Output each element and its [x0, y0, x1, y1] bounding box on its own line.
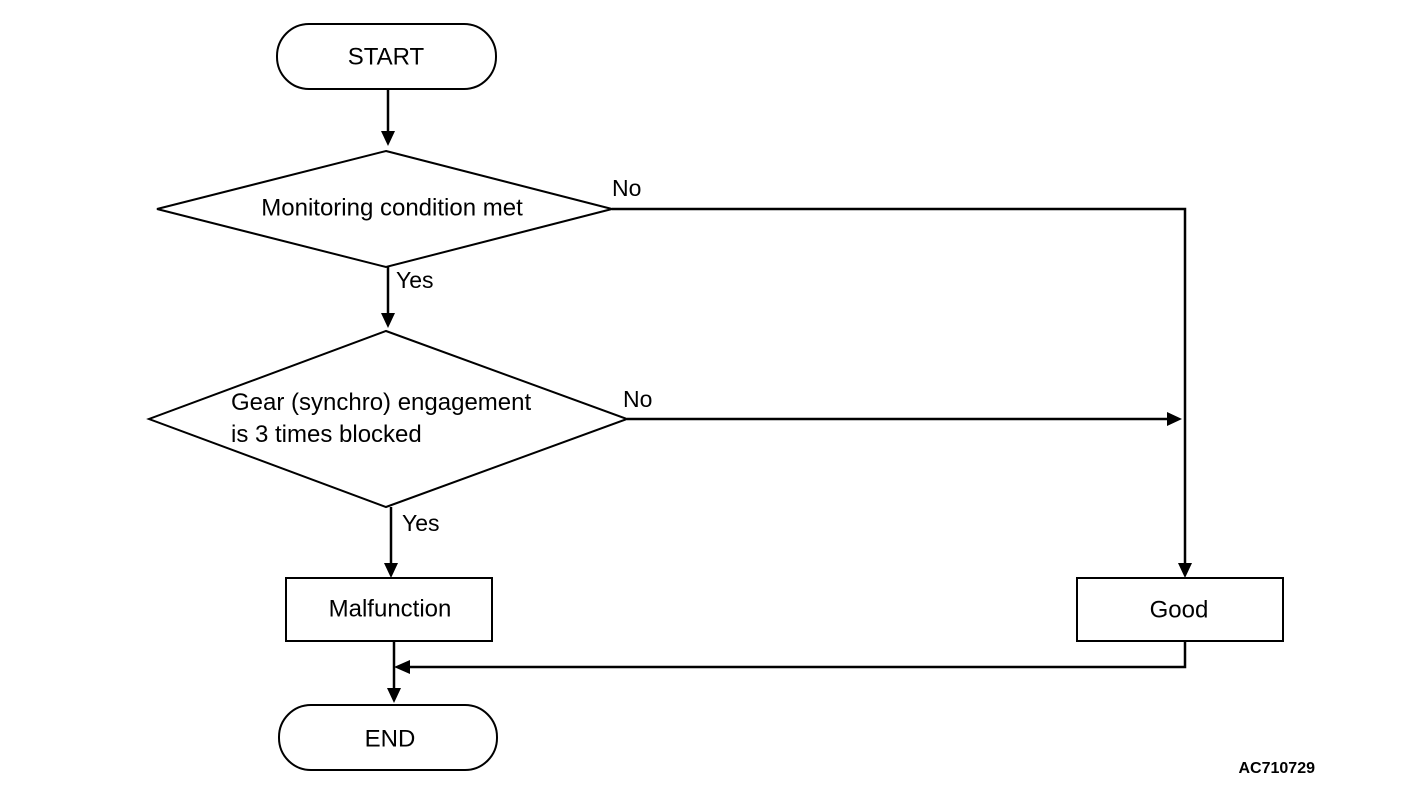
good-node: Good — [1076, 577, 1284, 642]
end-label: END — [365, 725, 416, 752]
malfunction-node: Malfunction — [285, 577, 493, 642]
end-terminal-shape — [278, 704, 498, 771]
good-label: Good — [1150, 596, 1209, 623]
decision-1-no-label: No — [612, 175, 641, 201]
decision-2-label-line-2: is 3 times blocked — [231, 421, 422, 448]
decision-1-yes-label: Yes — [396, 267, 434, 293]
malfunction-box — [285, 577, 493, 642]
decision-gear-engagement-blocked: Gear (synchro) engagement is 3 times blo… — [146, 329, 630, 509]
decision-2-diamond — [146, 329, 630, 509]
arrowhead-decision-2-no — [1167, 412, 1182, 426]
arrowhead-malfunction-to-end — [387, 688, 401, 703]
connector-good-to-end — [410, 641, 1187, 669]
decision-2-no-label: No — [623, 386, 652, 412]
decision-1-diamond — [156, 149, 613, 269]
malfunction-label: Malfunction — [329, 595, 452, 622]
end-node: END — [278, 704, 498, 771]
arrowhead-decision-2-yes-to-malfunction — [384, 563, 398, 578]
decision-1-label: Monitoring condition met — [261, 194, 523, 221]
good-box — [1076, 577, 1284, 642]
arrowhead-start-to-decision-1 — [381, 131, 395, 146]
arrowhead-decision-1-yes-to-decision-2 — [381, 313, 395, 328]
decision-2-label-line-1: Gear (synchro) engagement — [231, 389, 531, 416]
start-node: START — [276, 23, 497, 90]
arrowhead-good-to-end — [394, 660, 410, 674]
arrowhead-decision-1-no-to-good — [1178, 563, 1192, 578]
decision-monitoring-condition: Monitoring condition met — [156, 149, 613, 269]
decision-2-yes-label: Yes — [402, 510, 440, 536]
reference-code: AC710729 — [1239, 760, 1316, 777]
connector-decision-1-no-to-good — [612, 207, 1187, 563]
start-label: START — [348, 43, 425, 70]
start-terminal-shape — [276, 23, 497, 90]
